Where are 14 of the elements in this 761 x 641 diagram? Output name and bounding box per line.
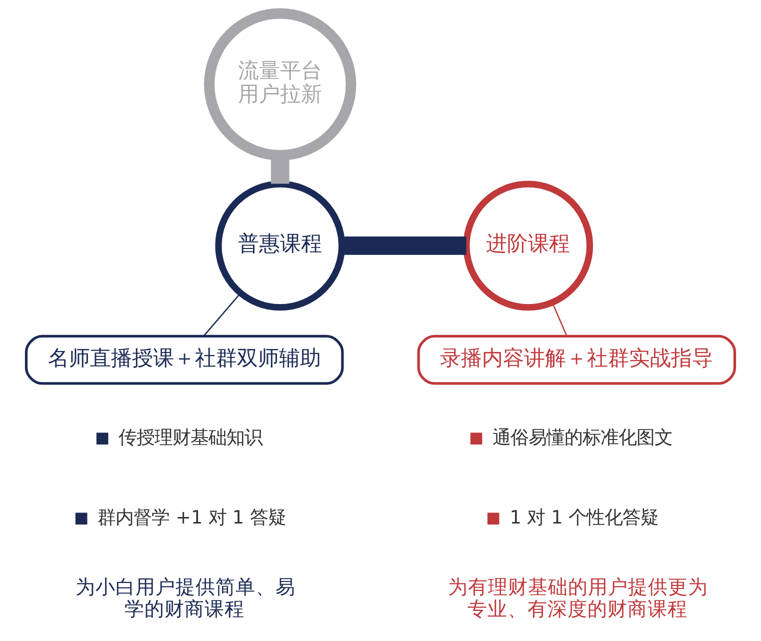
label: 为有理财基础的用户提供更为专业、有深度的财商课程 [448, 575, 708, 621]
connector [203, 293, 241, 336]
node-box: 录播内容讲解＋社群实战指导 [417, 334, 736, 385]
node-circle: 普惠课程 [215, 180, 346, 311]
label: 传授理财基础知识 [118, 427, 263, 448]
label: 群内督学 +1 对 1 答疑 [98, 507, 286, 528]
label: 通俗易懂的标准化图文 [492, 427, 673, 448]
node-circle: 流量平台用户拉新 [204, 8, 356, 160]
connector [342, 236, 466, 255]
label: 为小白用户提供简单、易学的财商课程 [75, 575, 296, 621]
node-box: 名师直播授课＋社群双师辅助 [24, 334, 344, 385]
label: 1 对 1 个性化答疑 [510, 507, 659, 528]
node-circle: 进阶课程 [463, 180, 594, 311]
connector [552, 302, 568, 336]
